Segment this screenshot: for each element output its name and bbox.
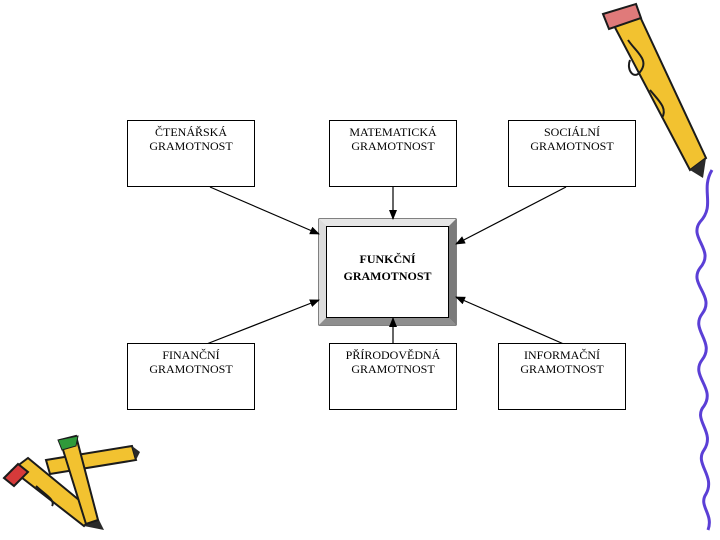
- binder-edge-icon: [695, 169, 714, 531]
- connector-ctenarska: [209, 186, 320, 235]
- node-prirodovedna: PŘÍRODOVĚDNÁ GRAMOTNOST: [329, 343, 457, 410]
- node-line2: GRAMOTNOST: [351, 139, 435, 153]
- node-financni: FINANČNÍ GRAMOTNOST: [127, 343, 255, 410]
- crayons-icon: [2, 434, 140, 530]
- node-line2: GRAMOTNOST: [520, 362, 604, 376]
- connector-financni: [203, 299, 320, 346]
- node-matematicka: MATEMATICKÁ GRAMOTNOST: [329, 120, 457, 187]
- pencil-icon: [601, 2, 708, 178]
- center-node-label: FUNKČNÍ GRAMOTNOST: [326, 226, 449, 318]
- node-line1: PŘÍRODOVĚDNÁ: [345, 348, 441, 362]
- connector-informacni: [455, 296, 567, 346]
- node-line1: MATEMATICKÁ: [349, 125, 437, 139]
- node-socialni: SOCIÁLNÍ GRAMOTNOST: [508, 120, 636, 187]
- node-ctenarska: ČTENÁŘSKÁ GRAMOTNOST: [127, 120, 255, 187]
- node-funkcni-gramotnost: FUNKČNÍ GRAMOTNOST: [319, 219, 456, 325]
- node-line2: GRAMOTNOST: [149, 362, 233, 376]
- center-line2: GRAMOTNOST: [343, 269, 432, 283]
- node-line2: GRAMOTNOST: [530, 139, 614, 153]
- node-line1: SOCIÁLNÍ: [544, 125, 600, 139]
- connector-socialni: [455, 186, 567, 245]
- node-line2: GRAMOTNOST: [149, 139, 233, 153]
- node-informacni: INFORMAČNÍ GRAMOTNOST: [498, 343, 626, 410]
- node-line1: ČTENÁŘSKÁ: [154, 125, 227, 139]
- node-line1: FINANČNÍ: [162, 348, 220, 362]
- connectors: [203, 186, 567, 346]
- center-line1: FUNKČNÍ: [359, 252, 416, 266]
- node-line1: INFORMAČNÍ: [523, 348, 600, 362]
- node-line2: GRAMOTNOST: [351, 362, 435, 376]
